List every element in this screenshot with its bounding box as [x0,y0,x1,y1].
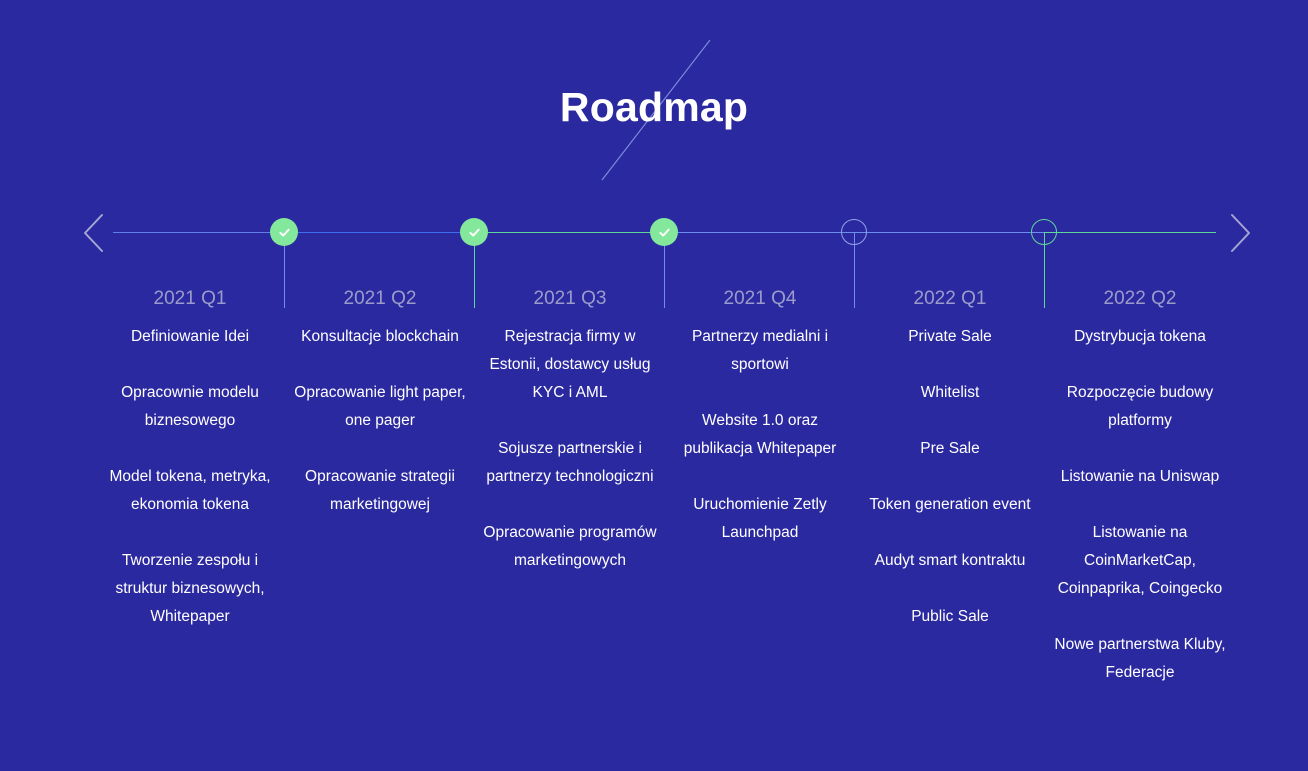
roadmap-column-2021-q2: 2021 Q2 Konsultacje blockchain Opracowan… [285,286,475,519]
timeline-marker-2021-q3[interactable] [460,218,488,246]
milestone-item: Opracowanie programów marketingowych [483,524,657,569]
timeline-marker-2022-q2[interactable] [1031,219,1057,245]
milestone-item: Audyt smart kontraktu [874,552,1026,569]
timeline-marker-2021-q2[interactable] [270,218,298,246]
timeline-stem [1044,232,1045,308]
milestone-list: Konsultacje blockchain Opracowanie light… [285,323,475,519]
check-icon [278,228,290,237]
timeline-stem [664,232,665,308]
milestone-item: Definiowanie Idei [130,328,250,345]
milestone-item: Opracowanie light paper, one pager [294,384,466,429]
milestone-item: Website 1.0 oraz publikacja Whitepaper [683,412,837,457]
roadmap-column-2021-q3: 2021 Q3 Rejestracja firmy w Estonii, dos… [475,286,665,575]
milestone-item: Partnerzy medialni i sportowi [691,328,829,373]
milestone-item: Public Sale [911,608,989,625]
milestone-item: Rejestracja firmy w Estonii, dostawcy us… [489,328,651,401]
timeline-stem [284,232,285,308]
timeline-axis-segment [113,232,284,233]
milestone-item: Token generation event [869,496,1031,513]
timeline-axis-segment [474,232,664,233]
milestone-item: Sojusze partnerskie i partnerzy technolo… [486,440,654,485]
timeline-axis-segment [1044,232,1216,233]
milestone-item: Rozpoczęcie budowy platformy [1066,384,1214,429]
quarter-label: 2021 Q3 [533,288,607,309]
quarter-label: 2022 Q1 [913,288,987,309]
page-title: Roadmap [559,84,749,130]
timeline-marker-2021-q4[interactable] [650,218,678,246]
roadmap-column-2021-q1: 2021 Q1 Definiowanie Idei Opracownie mod… [95,286,285,631]
timeline-stem [474,232,475,308]
timeline-axis-segment [664,232,854,233]
milestone-item: Pre Sale [920,440,980,457]
milestone-list: Definiowanie Idei Opracownie modelu bizn… [95,323,285,631]
roadmap-column-2021-q4: 2021 Q4 Partnerzy medialni i sportowi We… [665,286,855,547]
timeline-axis-segment [284,232,474,233]
quarter-label: 2021 Q2 [343,288,417,309]
milestone-item: Opracownie modelu biznesowego [121,384,259,429]
quarter-label: 2021 Q4 [723,288,797,309]
roadmap-columns: 2021 Q1 Definiowanie Idei Opracownie mod… [0,200,1308,771]
milestone-item: Private Sale [908,328,992,345]
roadmap-timeline [0,200,1308,771]
quarter-label: 2021 Q1 [153,288,227,309]
milestone-item: Whitelist [920,384,980,401]
milestone-list: Private Sale Whitelist Pre Sale Token ge… [855,323,1045,631]
milestone-item: Uruchomienie Zetly Launchpad [693,496,827,541]
milestone-list: Dystrybucja tokena Rozpoczęcie budowy pl… [1045,323,1235,687]
milestone-item: Listowanie na Uniswap [1060,468,1220,485]
milestone-item: Opracowanie strategii marketingowej [305,468,455,513]
milestone-item: Tworzenie zespołu i struktur biznesowych… [115,552,265,625]
chevron-left-icon[interactable] [80,212,108,254]
roadmap-column-2022-q1: 2022 Q1 Private Sale Whitelist Pre Sale … [855,286,1045,631]
timeline-axis-segment [854,232,1044,233]
milestone-item: Dystrybucja tokena [1074,328,1206,345]
timeline-stem [854,232,855,308]
milestone-item: Konsultacje blockchain [301,328,459,345]
milestone-list: Rejestracja firmy w Estonii, dostawcy us… [475,323,665,575]
milestone-list: Partnerzy medialni i sportowi Website 1.… [665,323,855,547]
check-icon [468,228,480,237]
roadmap-column-2022-q2: 2022 Q2 Dystrybucja tokena Rozpoczęcie b… [1045,286,1235,687]
check-icon [658,228,670,237]
timeline-marker-2022-q1[interactable] [841,219,867,245]
milestone-item: Nowe partnerstwa Kluby, Federacje [1054,636,1226,681]
quarter-label: 2022 Q2 [1103,288,1177,309]
chevron-right-icon[interactable] [1226,212,1254,254]
milestone-item: Model tokena, metryka, ekonomia tokena [109,468,271,513]
roadmap-header: Roadmap [0,0,1308,200]
milestone-item: Listowanie na CoinMarketCap, Coinpaprika… [1057,524,1223,597]
